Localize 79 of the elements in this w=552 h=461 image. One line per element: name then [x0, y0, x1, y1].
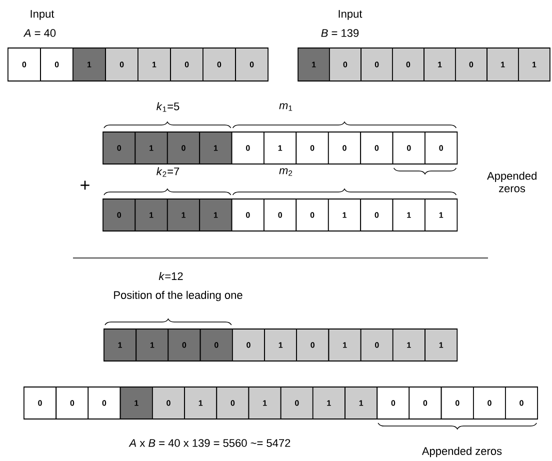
bit-cell: 0 [280, 386, 314, 420]
width-label: k$_{2}$=7 [156, 167, 180, 177]
bit-cell: 1 [518, 48, 550, 82]
bit-cell: 0 [360, 48, 393, 82]
width-label: m$_{1}$ [279, 103, 292, 111]
bit-cell: 0 [102, 132, 136, 164]
bit-cell: 0 [216, 386, 250, 420]
bit-cell: 1 [134, 198, 168, 232]
bit-cell: 0 [296, 198, 329, 232]
bit-cell: 0 [329, 48, 362, 82]
width-label: k=12 [158, 272, 183, 280]
bit-cell: 0 [360, 198, 394, 232]
bit-cell: 1 [424, 48, 456, 82]
bit-cell: 0 [424, 132, 458, 164]
bit-cell: 1 [199, 132, 232, 164]
bit-cell: 1 [392, 198, 426, 232]
bit-cell: 1 [72, 48, 106, 82]
width-label: m$_{2}$ [279, 168, 292, 176]
bit-cell: 0 [360, 132, 394, 164]
plus-sign: + [80, 180, 90, 190]
bit-cell: 0 [232, 328, 265, 362]
bit-cell: 1 [344, 386, 378, 420]
bit-cell: 0 [408, 386, 442, 420]
bit-cell: 0 [392, 48, 424, 82]
bit-cell: 0 [392, 132, 426, 164]
equation-label: A x B = 40 x 139 = 5560 ~= 5472 [128, 439, 290, 447]
bit-cell: 1 [312, 386, 346, 420]
bit-cell: 0 [328, 132, 362, 164]
bit-cell: 0 [264, 198, 297, 232]
bit-cell: 1 [328, 328, 362, 362]
bit-cell: 1 [120, 386, 153, 420]
bit-cell: 0 [56, 386, 89, 420]
bit-cell: 0 [473, 386, 506, 420]
bit-cell: 0 [152, 386, 185, 420]
bit-cell: 1 [264, 132, 297, 164]
bit-cell: 0 [105, 48, 138, 82]
annotation-label: Position of the leading one [114, 290, 242, 302]
bit-cell: 1 [248, 386, 282, 420]
bit-cell: 0 [202, 48, 236, 82]
bit-cell: 1 [138, 48, 171, 82]
bit-cell: 1 [392, 328, 426, 362]
bit-cell: 1 [184, 386, 218, 420]
bit-cell: 0 [296, 132, 329, 164]
bit-cell: 0 [455, 48, 488, 82]
bit-cell: 1 [298, 48, 330, 82]
bit-cell: 0 [440, 386, 474, 420]
bit-cell: 0 [8, 48, 41, 82]
bit-cell: 1 [199, 198, 232, 232]
bit-cell: 0 [360, 328, 394, 362]
bit-cell: 1 [424, 198, 458, 232]
bit-cell: 0 [88, 386, 121, 420]
bit-cell: 1 [134, 132, 168, 164]
bit-cell: 0 [376, 386, 410, 420]
bit-cell: 0 [200, 328, 233, 362]
annotation-label: Appended zeros [487, 172, 536, 192]
bit-cell: 0 [168, 328, 201, 362]
bit-cell: 0 [505, 386, 538, 420]
bit-cell: 1 [328, 198, 362, 232]
bit-cell: 0 [24, 386, 56, 420]
bit-cell: 0 [170, 48, 204, 82]
bit-cell: 1 [424, 328, 458, 362]
bit-cell: 0 [235, 48, 268, 82]
bit-cell: 0 [166, 132, 200, 164]
bit-cell: 0 [296, 328, 330, 362]
bit-cell: 0 [231, 132, 264, 164]
input-label: Input [30, 10, 54, 20]
value-label: B = 139 [321, 29, 359, 37]
bit-cell: 0 [40, 48, 74, 82]
input-label: Input [338, 10, 362, 20]
value-label: A = 40 [23, 29, 56, 37]
bit-cell: 1 [136, 328, 169, 362]
bit-cell: 0 [231, 198, 264, 232]
bit-cell: 1 [486, 48, 519, 82]
annotation-label: Appended zeros [422, 446, 502, 458]
bit-cell: 1 [104, 328, 136, 362]
bit-cell: 1 [166, 198, 200, 232]
width-label: k$_{1}$=5 [156, 102, 180, 112]
bit-cell: 1 [264, 328, 298, 362]
bit-cell: 0 [102, 198, 136, 232]
